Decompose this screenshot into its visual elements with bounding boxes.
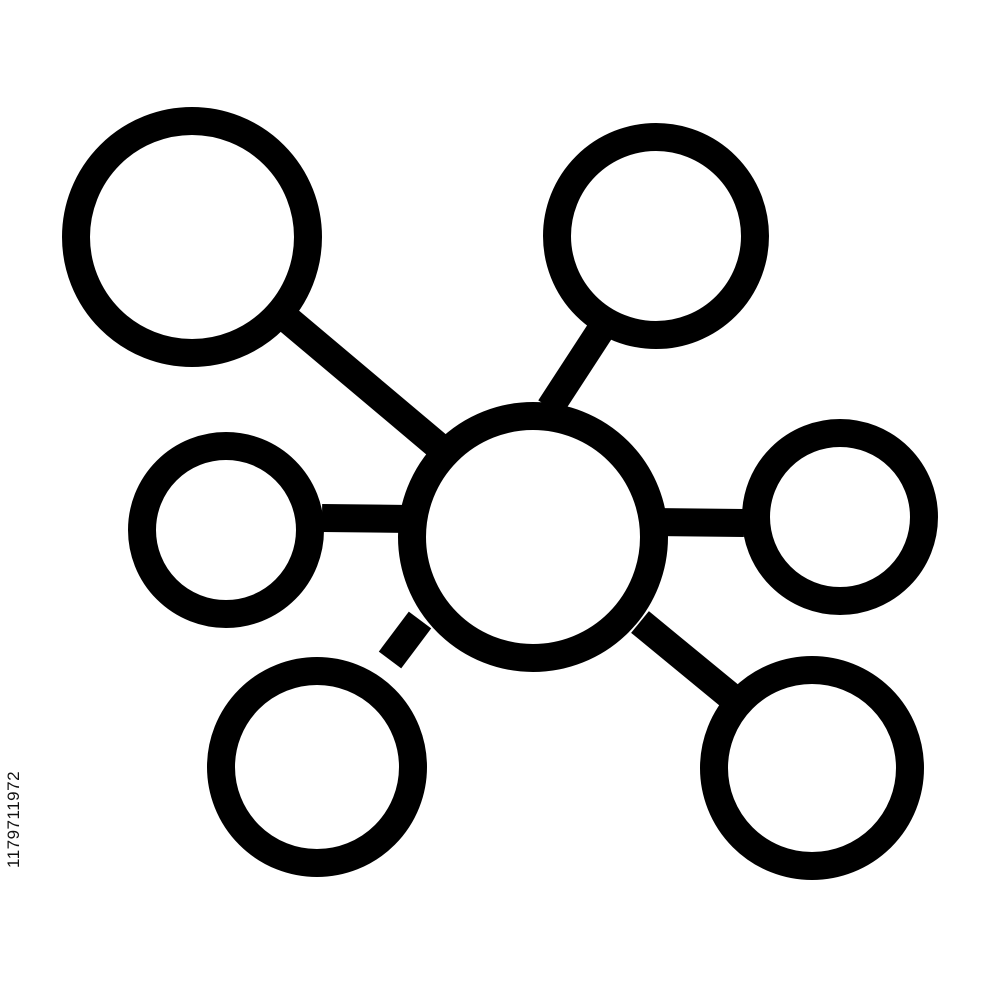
connector-top-right xyxy=(538,314,618,416)
connector-bottom-left xyxy=(378,611,432,669)
connector-left xyxy=(321,504,411,533)
node-top-right xyxy=(543,123,769,349)
node-left xyxy=(128,432,324,628)
connector-right xyxy=(651,508,745,537)
connector-bottom-right xyxy=(631,611,739,707)
connector-top-left xyxy=(276,307,448,457)
stock-id-label: 1179711972 xyxy=(4,770,23,868)
hub-node-center xyxy=(398,402,668,672)
node-bottom-right xyxy=(700,656,924,880)
node-top-left xyxy=(62,107,322,367)
node-bottom-left xyxy=(207,657,427,877)
node-right xyxy=(742,419,938,615)
